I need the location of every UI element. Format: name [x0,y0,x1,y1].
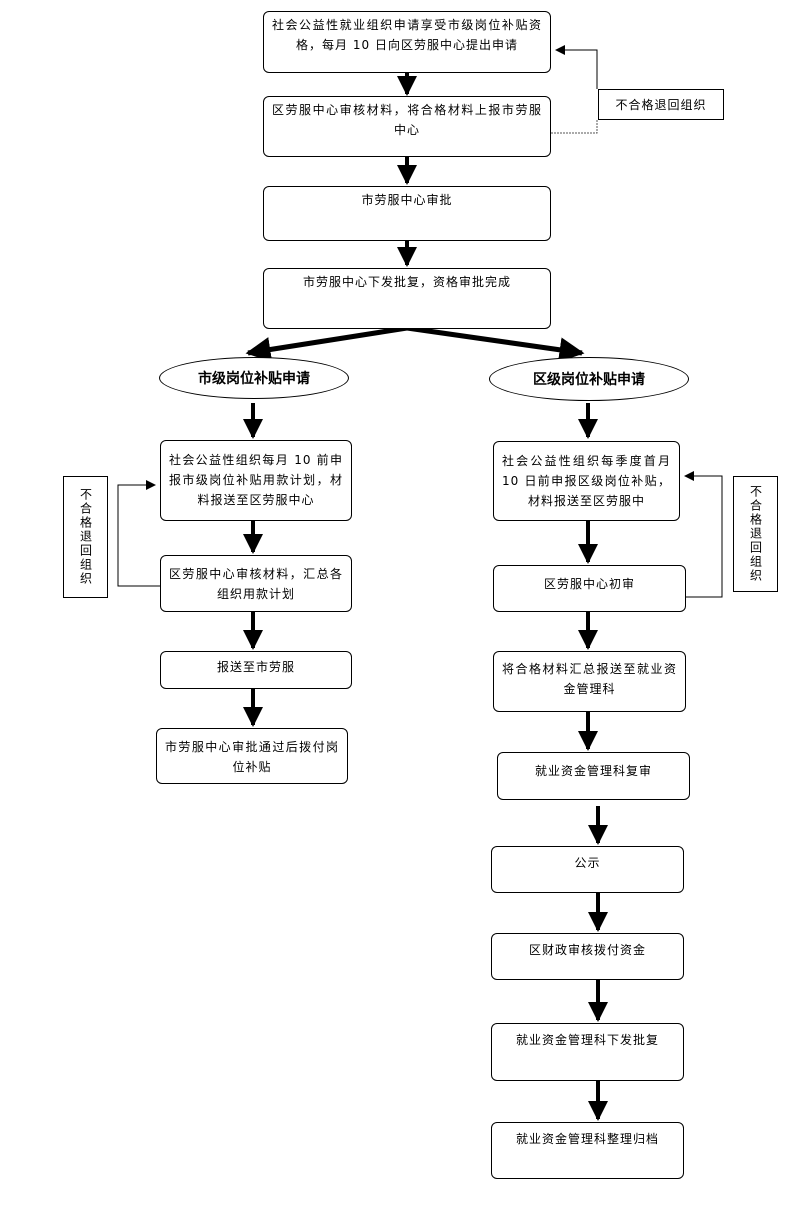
right-step-summarize: 将合格材料汇总报送至就业资金管理科 [493,651,686,712]
left-branch-title: 市级岗位补贴申请 [159,357,349,399]
left-reject-note: 不合格退回组织 [63,476,108,598]
right-step-submit-quarterly-text: 社会公益性组织每季度首月 10 日前申报区级岗位补贴，材料报送至区劳服中 [502,454,671,508]
right-step-issue-approval-text: 就业资金管理科下发批复 [515,1033,659,1047]
right-step-publicize: 公示 [491,846,684,893]
left-step-submit-plan: 社会公益性组织每月 10 前申报市级岗位补贴用款计划，材料报送至区劳服中心 [160,440,352,521]
right-step-finance-pay: 区财政审核拨付资金 [491,933,684,980]
right-step-initial-review-text: 区劳服中心初审 [543,577,635,591]
right-step-recheck-text: 就业资金管理科复审 [534,764,652,778]
right-step-issue-approval: 就业资金管理科下发批复 [491,1023,684,1081]
right-step-summarize-text: 将合格材料汇总报送至就业资金管理科 [502,662,677,696]
right-step-recheck: 就业资金管理科复审 [497,752,690,800]
top-step-district-review-text: 区劳服中心审核材料，将合格材料上报市劳服中心 [272,103,542,137]
top-step-approval-issued-text: 市劳服中心下发批复，资格审批完成 [302,275,511,289]
branch-arrows [245,325,585,363]
top-step-district-review: 区劳服中心审核材料，将合格材料上报市劳服中心 [263,96,551,157]
right-arrows [578,403,608,1121]
left-step-send-city: 报送至市劳服 [160,651,352,689]
right-step-archive-text: 就业资金管理科整理归档 [515,1132,659,1146]
left-step-send-city-text: 报送至市劳服 [216,660,295,674]
left-step-district-review-text: 区劳服中心审核材料，汇总各组织用款计划 [169,566,343,601]
left-step-pay-subsidy: 市劳服中心审批通过后拨付岗位补贴 [156,728,348,784]
right-step-finance-pay-text: 区财政审核拨付资金 [528,943,646,957]
left-reject-loop [117,480,161,587]
top-step-apply-text: 社会公益性就业组织申请享受市级岗位补贴资格，每月 10 日向区劳服中心提出申请 [272,18,542,52]
right-step-initial-review: 区劳服中心初审 [493,565,686,612]
right-step-submit-quarterly: 社会公益性组织每季度首月 10 日前申报区级岗位补贴，材料报送至区劳服中 [493,441,680,521]
top-step-approval-issued: 市劳服中心下发批复，资格审批完成 [263,268,551,329]
left-branch-title-text: 市级岗位补贴申请 [198,371,310,387]
right-branch-title: 区级岗位补贴申请 [489,357,689,401]
right-reject-loop [684,471,723,598]
top-reject-note-text: 不合格退回组织 [615,98,707,112]
left-step-submit-plan-text: 社会公益性组织每月 10 前申报市级岗位补贴用款计划，材料报送至区劳服中心 [169,453,343,507]
right-reject-note-text: 不合格退回组织 [748,485,763,583]
right-step-archive: 就业资金管理科整理归档 [491,1122,684,1179]
top-reject-note: 不合格退回组织 [598,89,724,120]
left-step-pay-subsidy-text: 市劳服中心审批通过后拨付岗位补贴 [165,740,339,774]
top-step-city-approval-text: 市劳服中心审批 [361,193,453,207]
right-reject-note: 不合格退回组织 [733,476,778,592]
left-reject-note-text: 不合格退回组织 [78,488,93,586]
top-step-apply: 社会公益性就业组织申请享受市级岗位补贴资格，每月 10 日向区劳服中心提出申请 [263,11,551,73]
top-step-city-approval: 市劳服中心审批 [263,186,551,241]
right-branch-title-text: 区级岗位补贴申请 [533,372,645,388]
right-step-publicize-text: 公示 [574,856,601,870]
top-reject-loop [551,45,598,134]
left-step-district-review: 区劳服中心审核材料，汇总各组织用款计划 [160,555,352,612]
